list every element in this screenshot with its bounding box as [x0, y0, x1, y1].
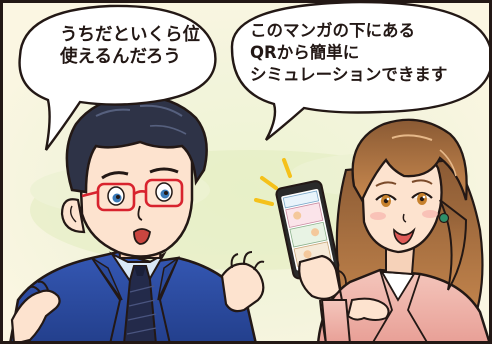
- woman-mouth: [393, 227, 416, 245]
- woman-hair-front: [351, 118, 468, 203]
- woman-hand-gesture: [346, 297, 390, 321]
- speech-right-text: このマンガの下にある QRから簡単に シミュレーションできます: [250, 20, 447, 86]
- man-hair: [65, 94, 208, 194]
- woman-eyes: [375, 191, 433, 207]
- man-glasses: [81, 178, 184, 212]
- man-left-hand: [10, 289, 61, 344]
- woman-hand: [298, 254, 342, 301]
- speech-right-line: シミュレーションできます: [250, 65, 448, 84]
- man-mouth: [133, 228, 151, 245]
- woman-character: [275, 118, 492, 344]
- speech-bubble-left: [18, 4, 217, 151]
- speech-left-line: 使えるんだろう: [60, 47, 181, 67]
- man-ear: [60, 198, 86, 234]
- speech-left-text: うちだといくら位 使えるんだろう: [60, 24, 200, 68]
- speech-right-line: このマンガの下にある: [250, 21, 415, 40]
- man-character: [8, 94, 265, 344]
- man-right-hand: [220, 262, 265, 313]
- speech-left-line: うちだといくら位: [60, 25, 200, 45]
- speech-right-line: QRから簡単に: [250, 43, 360, 62]
- woman-earring: [438, 212, 450, 224]
- emphasis-marks: [254, 158, 292, 206]
